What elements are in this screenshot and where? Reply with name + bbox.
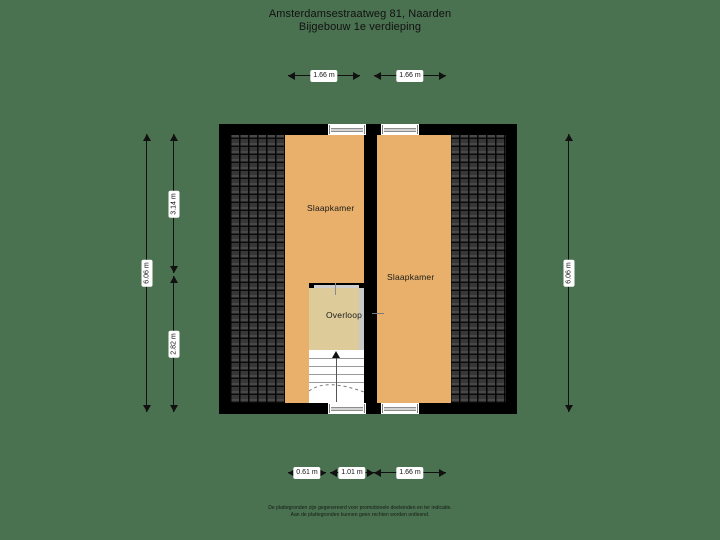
arrow-right-icon [353,71,360,80]
arrow-up-icon [169,134,178,141]
dimension-label: 3.14 m [168,189,180,218]
room-label-bedroom-left: Slaapkamer [307,203,355,213]
window-top-right [381,124,419,135]
arrow-right-icon [439,71,446,80]
window-glass [384,127,416,132]
landing-label-leader-line [372,313,384,314]
window-jamb [329,404,330,413]
arrow-left-icon [374,468,381,477]
window-jamb [417,125,418,134]
arrow-up-icon [142,134,151,141]
stair-direction-line [336,357,337,402]
dimension-left-outer: 6.06 m [141,134,153,412]
dimension-label: 2.82 m [168,330,180,358]
window-jamb [364,125,365,134]
room-label-landing: Overloop [326,310,363,320]
dimension-label: 1.66 m [310,70,338,82]
arrow-left-icon [374,71,381,80]
stair-break-line [309,380,364,394]
dimension-label: 6.06 m [563,259,575,287]
stair-up-arrow-icon [332,351,340,358]
dimension-bottom-1: 0.61 m [288,467,326,479]
dimension-label: 0.61 m [293,467,321,479]
arrow-up-icon [169,276,178,283]
dimension-label: 1.66 m [396,467,424,479]
landing-tick-mark [335,283,336,295]
window-bottom-left [328,403,366,414]
arrow-down-icon [142,405,151,412]
arrow-right-icon [367,468,374,477]
page-subtitle: Bijgebouw 1e verdieping [298,21,422,33]
dimension-label: 1.66 m [396,70,424,82]
arrow-up-icon [564,134,573,141]
window-jamb [364,404,365,413]
window-bottom-right [381,403,419,414]
arrow-down-icon [169,266,178,273]
dimension-bottom-3: 1.66 m [374,467,446,479]
window-glass [384,406,416,411]
floorplan-interior [230,135,506,403]
dimension-label: 6.06 m [141,259,153,287]
dimension-bottom-2: 1.01 m [330,467,374,479]
window-glass [331,127,363,132]
dimension-top-2: 1.66 m [374,70,446,82]
room-landing [309,283,364,350]
dimension-left-inner-1: 3.14 m [168,134,180,273]
floorplan-walls [219,124,517,414]
window-jamb [417,404,418,413]
dimension-right-outer: 6.06 m [563,134,575,412]
disclaimer-line-2: Aan de plattegronden kunnen geen rechten… [290,512,430,518]
interior-partition-wall [364,135,377,403]
footer-disclaimer: De plattegronden zijn gegenereerd voor p… [0,505,720,519]
landing-post-left [309,283,314,288]
window-jamb [382,404,383,413]
arrow-left-icon [288,71,295,80]
dimension-top-1: 1.66 m [288,70,360,82]
window-top-left [328,124,366,135]
disclaimer-line-1: De plattegronden zijn gegenereerd voor p… [268,505,452,511]
dimension-label: 1.01 m [338,467,366,479]
title-block: Amsterdamsestraatweg 81, Naarden Bijgebo… [0,8,720,34]
landing-railing-top [309,283,364,288]
arrow-down-icon [169,405,178,412]
arrow-right-icon [439,468,446,477]
room-label-bedroom-right: Slaapkamer [387,272,435,282]
dimension-left-inner-2: 2.82 m [168,276,180,412]
landing-post-right [359,283,364,288]
room-bedroom-right [377,135,451,403]
roof-hatch-left [230,135,285,403]
arrow-down-icon [564,405,573,412]
page-title: Amsterdamsestraatweg 81, Naarden [268,8,452,20]
arrow-left-icon [288,468,295,477]
window-jamb [382,125,383,134]
window-jamb [329,125,330,134]
landing-railing-right [359,288,364,350]
roof-hatch-right [450,135,506,403]
window-glass [331,406,363,411]
arrow-right-icon [319,468,326,477]
arrow-left-icon [330,468,337,477]
